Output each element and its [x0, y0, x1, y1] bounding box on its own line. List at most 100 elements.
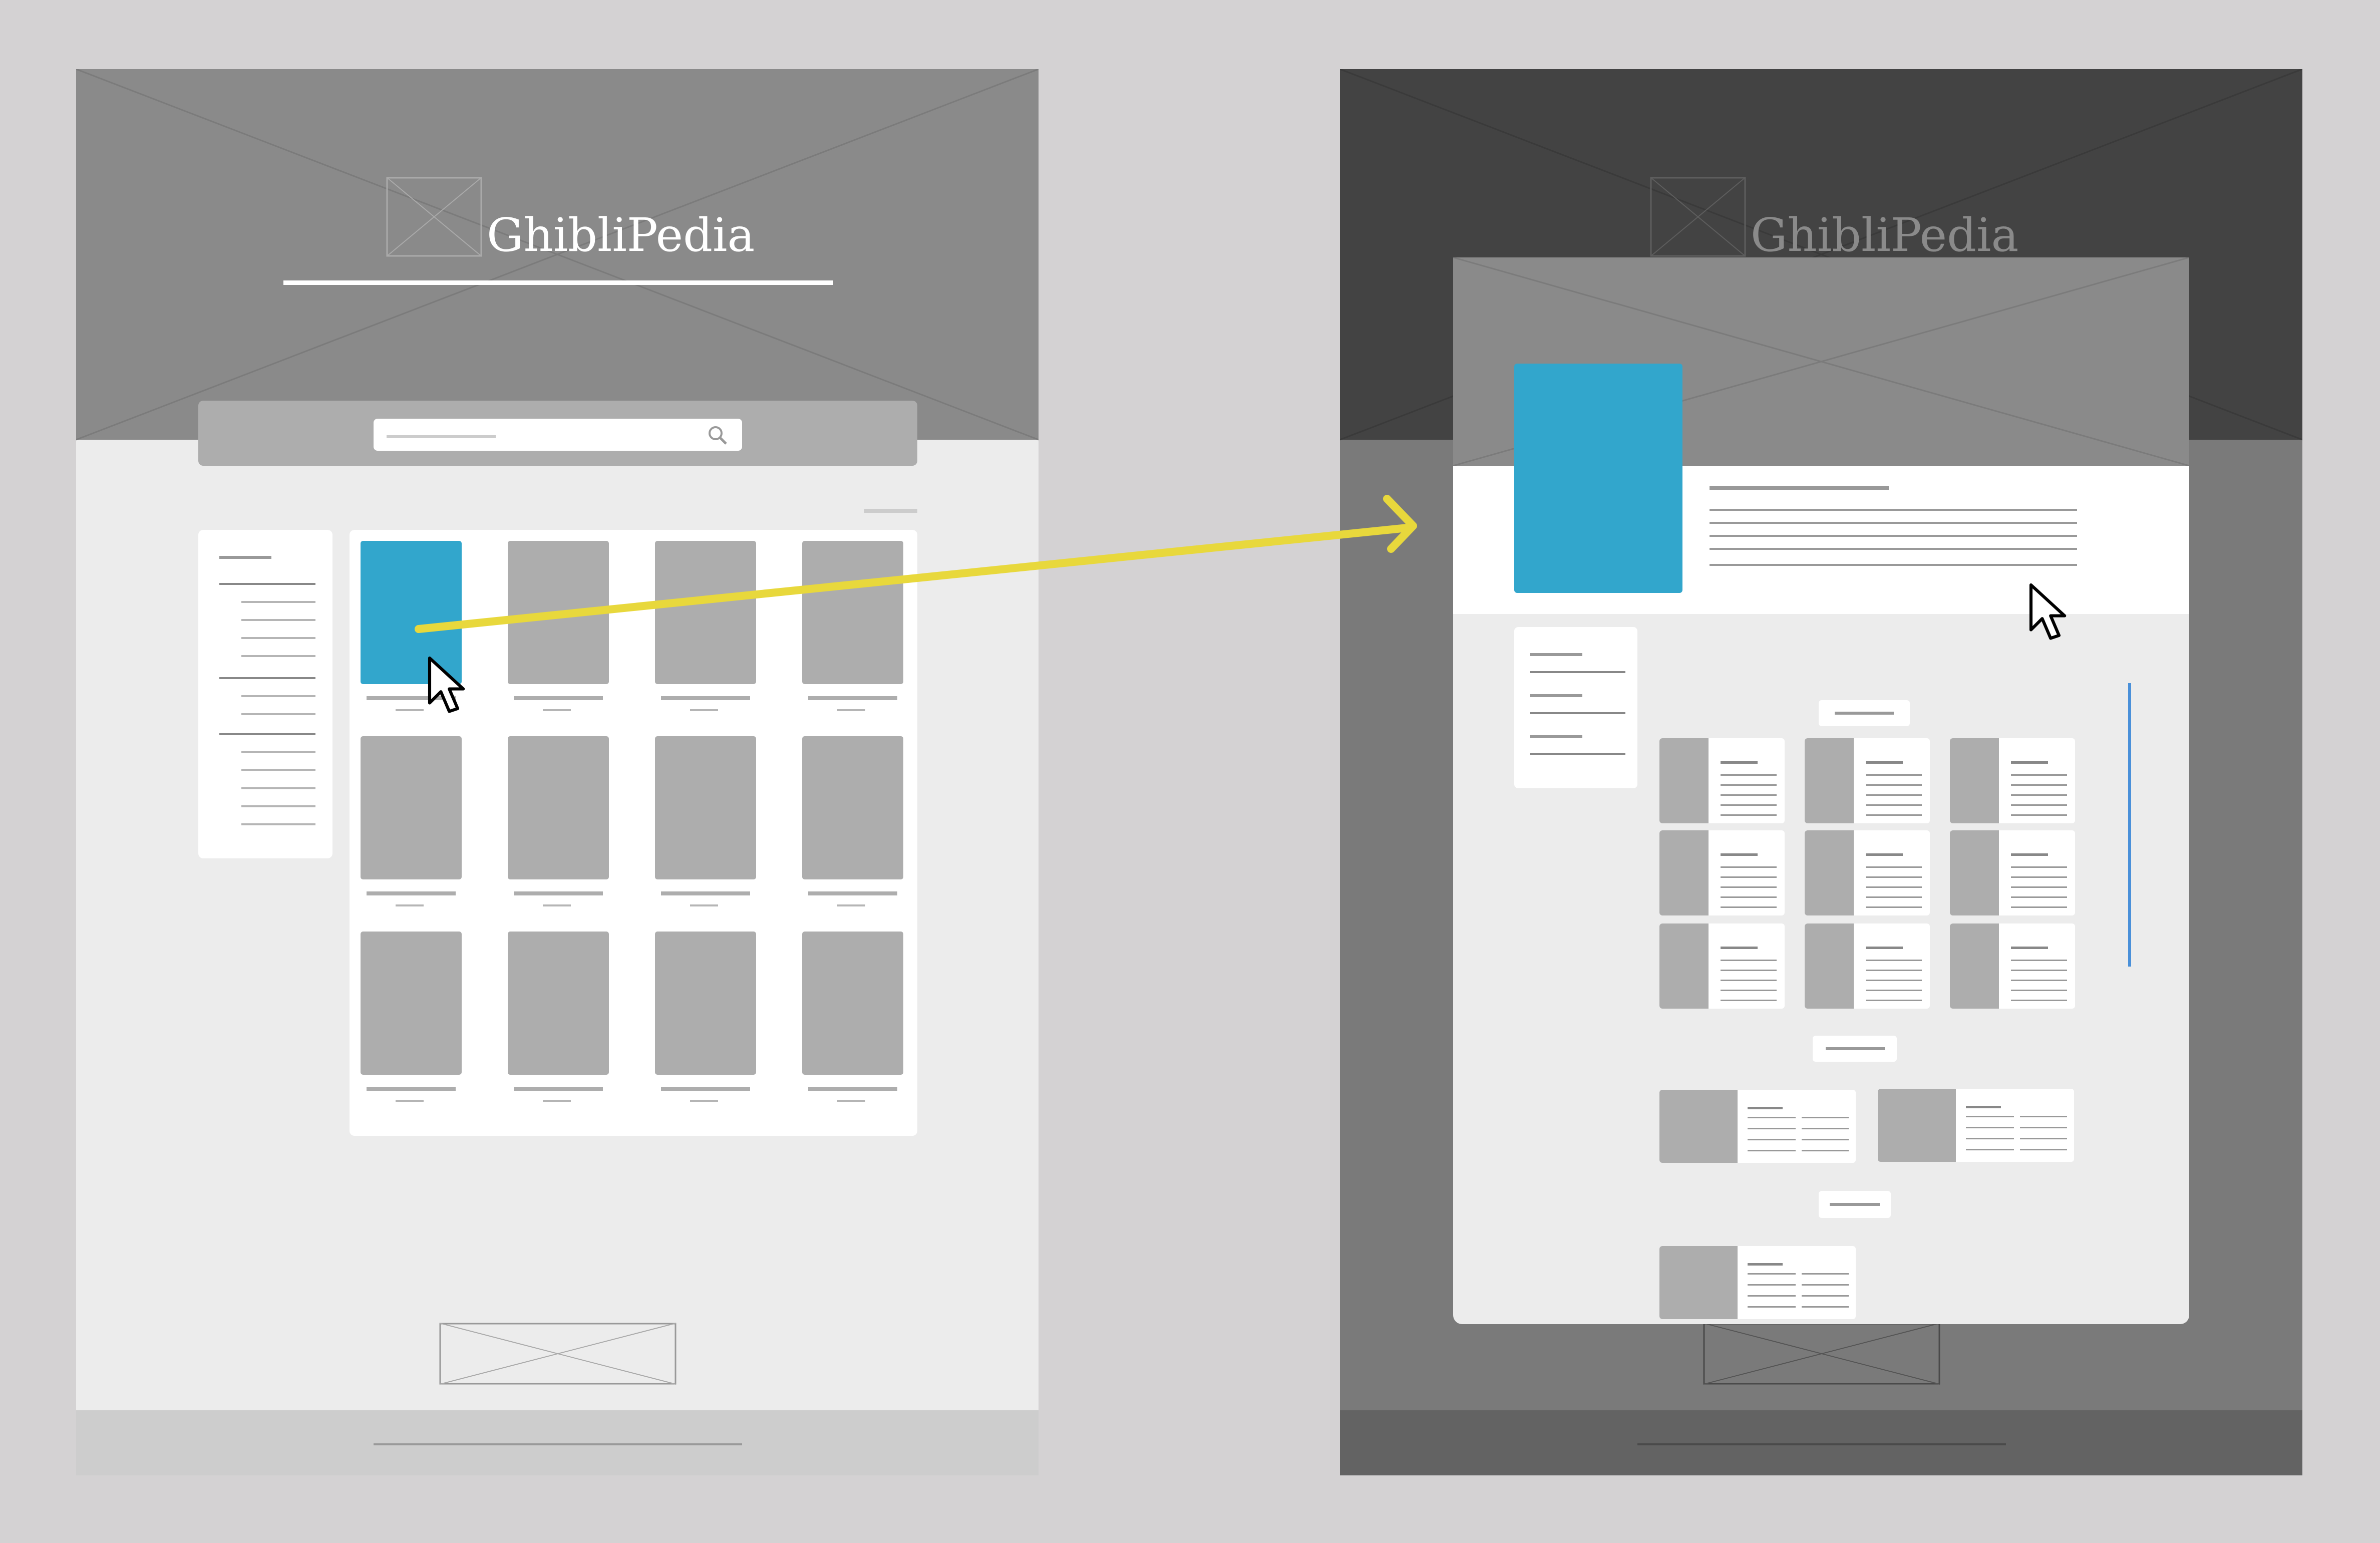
mouse-cursor-icon	[428, 656, 465, 713]
related-film-card[interactable]	[1659, 1246, 1856, 1319]
sort-indicator[interactable]	[864, 509, 917, 513]
related-film-title-line	[1966, 1106, 2001, 1108]
character-image-placeholder	[1659, 923, 1709, 1009]
character-detail-line	[2011, 896, 2067, 898]
related-film-image-placeholder	[1878, 1089, 1956, 1162]
related-film-image-placeholder	[1659, 1090, 1738, 1163]
character-detail-line	[2011, 866, 2067, 868]
character-detail-line	[2011, 886, 2067, 888]
film-year-line	[690, 904, 718, 906]
site-title[interactable]: GhibliPedia	[487, 208, 755, 262]
film-poster-card[interactable]	[361, 541, 462, 684]
character-card[interactable]	[1950, 830, 2075, 915]
section-header-characters	[1819, 700, 1910, 726]
related-film-card[interactable]	[1878, 1089, 2074, 1162]
film-poster-card[interactable]	[508, 932, 609, 1075]
character-image-placeholder	[1659, 738, 1709, 823]
character-detail-line	[2011, 960, 2067, 961]
logo-placeholder	[386, 177, 482, 257]
character-card[interactable]	[1805, 923, 1930, 1009]
character-detail-line	[1866, 774, 1922, 776]
related-film-detail-line	[1802, 1295, 1849, 1297]
filter-option[interactable]	[241, 695, 315, 697]
character-detail-line	[1866, 794, 1922, 796]
film-poster-card[interactable]	[508, 736, 609, 879]
character-card[interactable]	[1805, 830, 1930, 915]
character-detail-line	[2011, 774, 2067, 776]
filter-option[interactable]	[241, 805, 315, 807]
character-name-line	[2011, 761, 2048, 764]
character-detail-line	[1866, 970, 1922, 971]
character-card[interactable]	[1659, 923, 1785, 1009]
related-film-detail-line	[1748, 1150, 1796, 1151]
character-detail-line	[2011, 970, 2067, 971]
filter-option[interactable]	[241, 655, 315, 657]
filter-option[interactable]	[241, 713, 315, 715]
film-title-line	[367, 1087, 456, 1091]
footer-line	[374, 1443, 742, 1445]
film-poster-card[interactable]	[361, 932, 462, 1075]
film-poster-card[interactable]	[655, 736, 756, 879]
film-year-line	[543, 904, 571, 906]
character-detail-line	[2011, 804, 2067, 806]
film-title-line	[808, 696, 897, 700]
film-year-line	[837, 904, 865, 906]
character-image-placeholder	[1950, 830, 1999, 915]
film-poster-card[interactable]	[802, 736, 903, 879]
character-card[interactable]	[1950, 923, 2075, 1009]
filter-option[interactable]	[241, 823, 315, 825]
related-film-title-line	[1748, 1263, 1783, 1266]
modal-section-nav	[1514, 627, 1637, 788]
related-film-detail-line	[1966, 1138, 2014, 1139]
filter-option[interactable]	[241, 751, 315, 753]
nav-item[interactable]	[1530, 735, 1582, 738]
character-detail-line	[1866, 866, 1922, 868]
filter-option[interactable]	[241, 787, 315, 789]
related-film-card[interactable]	[1659, 1090, 1856, 1163]
film-year-line	[690, 709, 718, 711]
character-detail-line	[1866, 990, 1922, 991]
character-detail-line	[1721, 970, 1777, 971]
page-footer	[76, 1410, 1039, 1475]
character-card[interactable]	[1659, 738, 1785, 823]
film-poster-card[interactable]	[802, 541, 903, 684]
character-detail-line	[2011, 980, 2067, 981]
character-detail-line	[1721, 1000, 1777, 1001]
search-placeholder-line	[387, 435, 496, 438]
filter-option[interactable]	[241, 637, 315, 639]
film-year-line	[396, 709, 424, 711]
character-name-line	[1721, 947, 1758, 949]
character-detail-line	[2011, 990, 2067, 991]
search-icon[interactable]	[707, 425, 729, 447]
filter-divider	[219, 677, 315, 679]
character-detail-line	[1721, 990, 1777, 991]
nav-item[interactable]	[1530, 694, 1582, 697]
film-poster-card[interactable]	[655, 541, 756, 684]
related-film-detail-line	[1748, 1117, 1796, 1118]
character-detail-line	[1866, 804, 1922, 806]
film-poster-card[interactable]	[802, 932, 903, 1075]
film-poster	[1514, 364, 1682, 593]
character-card[interactable]	[1950, 738, 2075, 823]
nav-item[interactable]	[1530, 653, 1582, 656]
film-poster-card[interactable]	[361, 736, 462, 879]
filter-option[interactable]	[241, 619, 315, 621]
nav-divider	[1530, 671, 1625, 673]
character-detail-line	[1721, 960, 1777, 961]
related-film-detail-line	[1802, 1150, 1849, 1151]
search-input[interactable]	[374, 419, 742, 451]
character-card[interactable]	[1659, 830, 1785, 915]
character-detail-line	[1866, 1000, 1922, 1001]
related-film-title-line	[1748, 1107, 1783, 1109]
film-poster-card[interactable]	[655, 932, 756, 1075]
character-detail-line	[1866, 876, 1922, 878]
character-detail-line	[1721, 804, 1777, 806]
modal-scrollbar[interactable]	[2128, 683, 2131, 967]
character-detail-line	[1721, 866, 1777, 868]
filter-option[interactable]	[241, 601, 315, 603]
character-card[interactable]	[1805, 738, 1930, 823]
hero-banner: GhibliPedia	[76, 69, 1039, 441]
character-name-line	[1721, 761, 1758, 764]
film-description-line	[1710, 564, 2077, 566]
filter-option[interactable]	[241, 769, 315, 771]
